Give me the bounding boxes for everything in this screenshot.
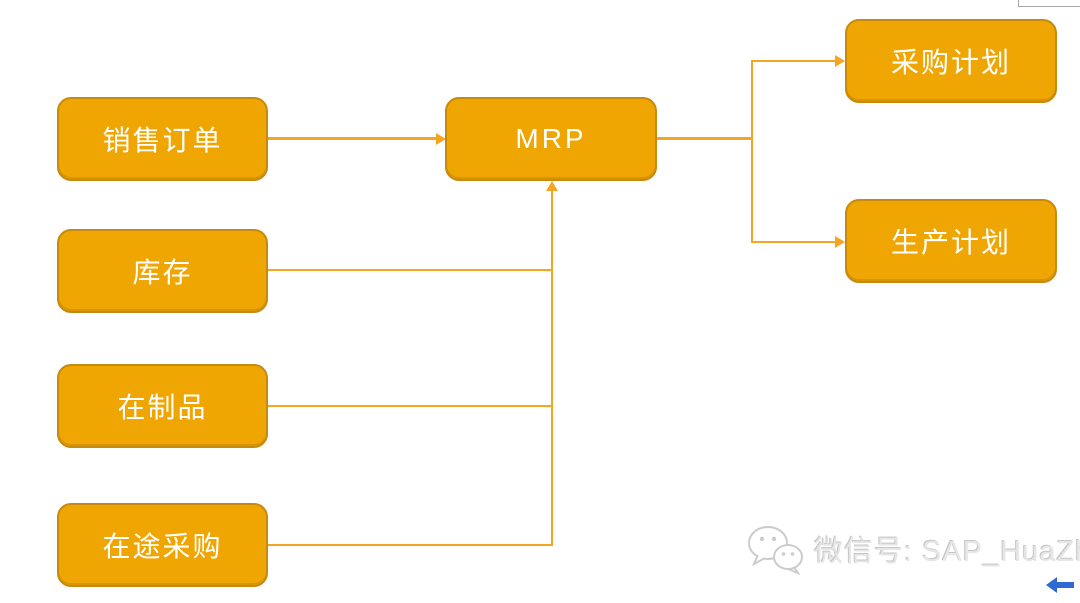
node-production-plan: 生产计划 [845,199,1057,283]
connector-branch-to-purchase-plan [751,60,837,62]
connector-wip-to-trunk [267,405,553,407]
node-wip-label: 在制品 [117,392,208,423]
node-production-plan-label: 生产计划 [890,227,1011,258]
node-inventory: 库存 [57,229,268,313]
node-purchase-plan: 采购计划 [845,19,1057,103]
watermark-text: 微信号: SAP_HuaZhi [814,536,1080,568]
arrowhead-into-purchase-plan [835,55,845,67]
connector-branch-vertical [751,61,753,242]
connector-mrp-to-branch [657,137,753,140]
node-wip: 在制品 [57,364,268,448]
connector-trunk-to-mrp [551,190,553,546]
left-arrow-icon [1046,577,1074,593]
arrowhead-into-mrp-bottom [546,181,558,191]
node-purchase-plan-label: 采购计划 [890,47,1011,78]
connector-transit-purchase-to-trunk [267,544,553,546]
watermark: 微信号: SAP_HuaZhi [746,522,1080,576]
node-sales-order: 销售订单 [57,97,268,181]
arrowhead-into-production-plan [835,236,845,248]
node-mrp: MRP [445,97,657,181]
connector-branch-to-production-plan [751,241,837,243]
node-transit-purchase-label: 在途采购 [102,531,223,562]
connector-sales-order-to-mrp [267,137,437,140]
partial-shape-outline [1018,0,1080,7]
arrowhead-into-mrp-left [436,133,446,145]
node-transit-purchase: 在途采购 [57,503,268,587]
wechat-icon [748,526,803,576]
node-mrp-label: MRP [515,123,587,154]
connector-inventory-to-trunk [267,269,553,271]
node-sales-order-label: 销售订单 [102,125,223,156]
node-inventory-label: 库存 [132,257,193,288]
